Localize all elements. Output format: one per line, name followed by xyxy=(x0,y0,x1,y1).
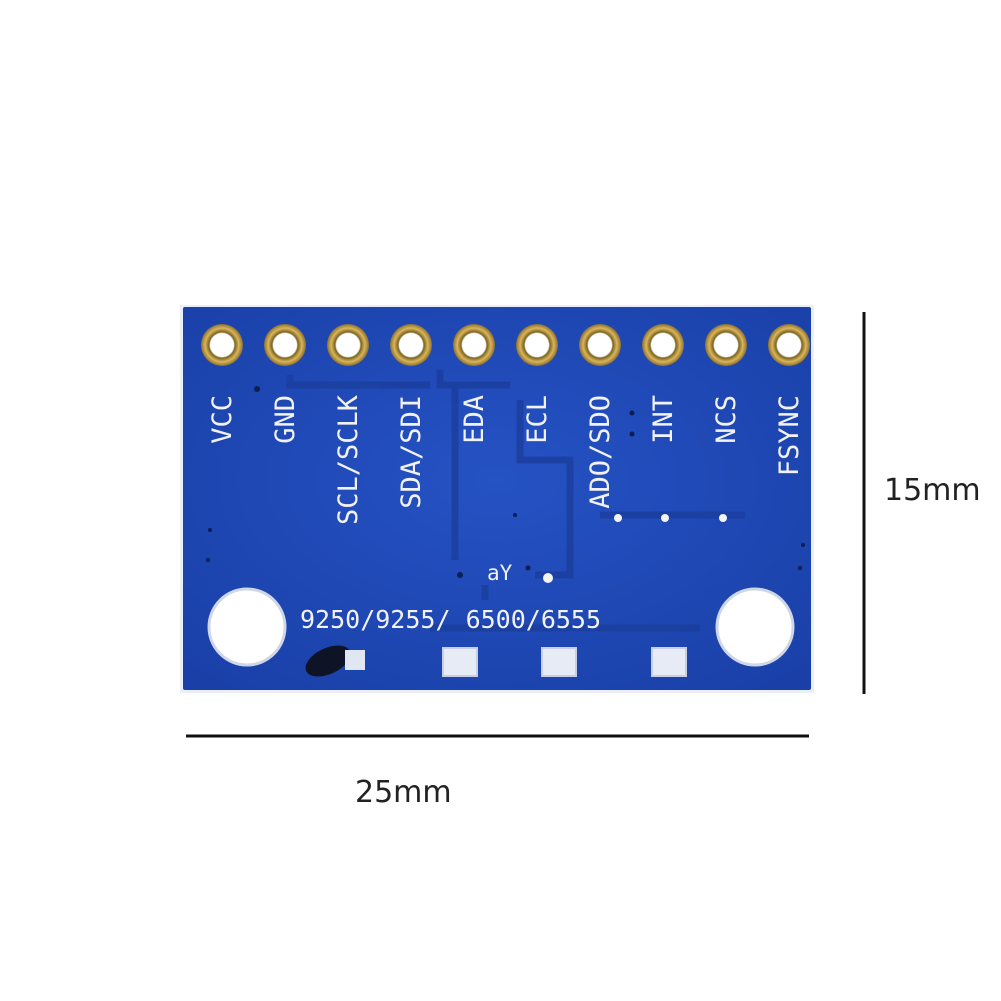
solder-blob xyxy=(305,645,351,677)
mounting-holes xyxy=(207,587,795,667)
mounting-hole-left xyxy=(207,587,287,667)
pin-label-scl-sclk: SCL/SCLK xyxy=(333,394,364,525)
header-pads xyxy=(201,324,810,366)
pad-hole-scl-sclk xyxy=(337,334,359,356)
pad-hole-ncs xyxy=(715,334,737,356)
pad-hole-ecl xyxy=(526,334,548,356)
part-number-text: 9250/9255/ 6500/6555 xyxy=(300,605,601,634)
bottom-solder-pads xyxy=(305,645,687,677)
pin-label-vcc: VCC xyxy=(207,395,238,444)
pin-label-gnd: GND xyxy=(270,395,301,444)
pin-label-sda-sdi: SDA/SDI xyxy=(396,395,427,509)
pad-hole-fsync xyxy=(778,334,800,356)
pin-labels: VCC GND SCL/SCLK SDA/SDI EDA ECL ADO/SDO INT NCS… xyxy=(207,394,805,525)
pcb-vias xyxy=(206,386,805,578)
width-label: 25mm xyxy=(355,775,452,810)
pad-hole-vcc xyxy=(211,334,233,356)
pin-label-ado-sdo: ADO/SDO xyxy=(585,395,616,509)
pin-label-int: INT xyxy=(648,395,679,444)
width-dimension: 25mm xyxy=(186,734,809,810)
pad-hole-sda-sdi xyxy=(400,334,422,356)
mounting-hole-right xyxy=(715,587,795,667)
height-label: 15mm xyxy=(884,473,981,508)
chip-marking: aY xyxy=(487,561,513,585)
pad-hole-ado-sdo xyxy=(589,334,611,356)
pad-hole-gnd xyxy=(274,334,296,356)
pin-label-ncs: NCS xyxy=(711,395,742,444)
height-dimension: 15mm xyxy=(862,312,981,694)
pin-label-fsync: FSYNC xyxy=(774,395,805,476)
pad-hole-int xyxy=(652,334,674,356)
pad-hole-eda xyxy=(463,334,485,356)
pin-label-eda: EDA xyxy=(459,395,490,444)
pin-label-ecl: ECL xyxy=(522,395,553,444)
trace-end-pads xyxy=(543,514,727,583)
